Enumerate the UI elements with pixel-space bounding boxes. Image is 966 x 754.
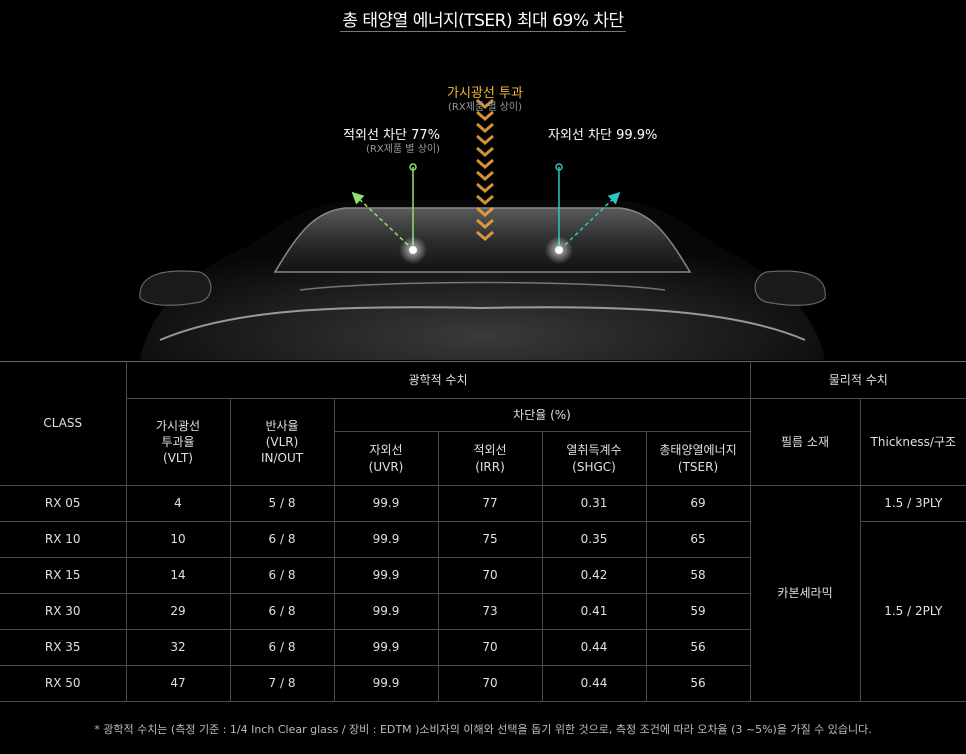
class-cell: RX 50 — [0, 665, 127, 702]
car-illustration — [139, 98, 826, 360]
uvr-header: 자외선(UVR) — [333, 431, 439, 486]
table-row: RX 10 10 6 / 8 99.9 75 0.35 65 1.5 / 2PL… — [0, 521, 966, 702]
visible-light-annotation: 가시광선 투과 (RX제품 별 상이) — [420, 86, 550, 115]
visible-light-label: 가시광선 투과 — [447, 86, 523, 101]
shgc-cell: 0.41 — [541, 593, 647, 630]
tser-cell: 56 — [645, 629, 751, 666]
shgc-cell: 0.44 — [541, 665, 647, 702]
physical-header: 물리적 수치 — [749, 361, 966, 399]
material-cell: 카본세라믹 — [749, 485, 861, 702]
irr-cell: 70 — [437, 629, 543, 666]
table-row: RX 15 14 6 / 8 99.9 70 0.42 58 — [0, 557, 966, 594]
vlt-cell: 14 — [125, 557, 231, 594]
vlt-cell: 4 — [125, 485, 231, 522]
ultraviolet-annotation: 자외선 차단 99.9% — [548, 128, 678, 144]
uvr-cell: 99.9 — [333, 593, 439, 630]
thickness-cell: 1.5 / 2PLY — [859, 521, 966, 702]
uvr-cell: 99.9 — [333, 629, 439, 666]
shgc-cell: 0.42 — [541, 557, 647, 594]
irr-cell: 77 — [437, 485, 543, 522]
thickness-header: Thickness/구조 — [859, 398, 966, 486]
vlr-cell: 6 / 8 — [229, 521, 335, 558]
irr-cell: 75 — [437, 521, 543, 558]
irr-cell: 70 — [437, 557, 543, 594]
shgc-header: 열취득계수(SHGC) — [541, 431, 647, 486]
tser-cell: 56 — [645, 665, 751, 702]
vlr-cell: 5 / 8 — [229, 485, 335, 522]
class-cell: RX 35 — [0, 629, 127, 666]
visible-light-note: (RX제품 별 상이) — [448, 102, 522, 114]
irr-header: 적외선(IRR) — [437, 431, 543, 486]
shgc-cell: 0.44 — [541, 629, 647, 666]
infrared-annotation: 적외선 차단 77% (RX제품 별 상이) — [320, 128, 440, 157]
irr-cell: 70 — [437, 665, 543, 702]
tser-header: 총태양열에너지(TSER) — [645, 431, 751, 486]
table-row: RX 50 47 7 / 8 99.9 70 0.44 56 — [0, 665, 966, 702]
tser-cell: 59 — [645, 593, 751, 630]
ultraviolet-label: 자외선 차단 99.9% — [548, 128, 658, 143]
uvr-cell: 99.9 — [333, 485, 439, 522]
car-hero-illustration: 가시광선 투과 (RX제품 별 상이) 적외선 차단 77% (RX제품 별 상… — [0, 40, 966, 362]
infrared-label: 적외선 차단 77% — [343, 128, 440, 143]
vlr-cell: 6 / 8 — [229, 629, 335, 666]
block-rate-header: 차단율 (%) — [333, 398, 751, 432]
class-cell: RX 10 — [0, 521, 127, 558]
vlr-cell: 6 / 8 — [229, 557, 335, 594]
vlr-cell: 6 / 8 — [229, 593, 335, 630]
shgc-cell: 0.31 — [541, 485, 647, 522]
infrared-note: (RX제품 별 상이) — [366, 144, 440, 156]
vlt-cell: 32 — [125, 629, 231, 666]
class-cell: RX 30 — [0, 593, 127, 630]
tser-cell: 65 — [645, 521, 751, 558]
class-cell: RX 05 — [0, 485, 127, 522]
uvr-cell: 99.9 — [333, 665, 439, 702]
vlt-cell: 29 — [125, 593, 231, 630]
uvr-cell: 99.9 — [333, 557, 439, 594]
table-row: RX 05 4 5 / 8 99.9 77 0.31 69 카본세라믹 1.5 … — [0, 485, 966, 702]
optical-header: 광학적 수치 — [125, 361, 751, 399]
vlt-cell: 10 — [125, 521, 231, 558]
vlr-cell: 7 / 8 — [229, 665, 335, 702]
material-header: 필름 소재 — [749, 398, 861, 486]
page-title: 총 태양열 에너지(TSER) 최대 69% 차단 — [342, 11, 624, 31]
tser-cell: 69 — [645, 485, 751, 522]
vlt-cell: 47 — [125, 665, 231, 702]
class-cell: RX 15 — [0, 557, 127, 594]
class-header: CLASS — [0, 361, 127, 486]
shgc-cell: 0.35 — [541, 521, 647, 558]
tser-cell: 58 — [645, 557, 751, 594]
irr-cell: 73 — [437, 593, 543, 630]
title-underline — [340, 31, 626, 32]
uvr-cell: 99.9 — [333, 521, 439, 558]
footnote: * 광학적 수치는 (측정 기준 : 1/4 Inch Clear glass … — [94, 723, 872, 736]
thickness-cell: 1.5 / 3PLY — [859, 485, 966, 522]
vlr-header: 반사율(VLR)IN/OUT — [229, 398, 335, 486]
